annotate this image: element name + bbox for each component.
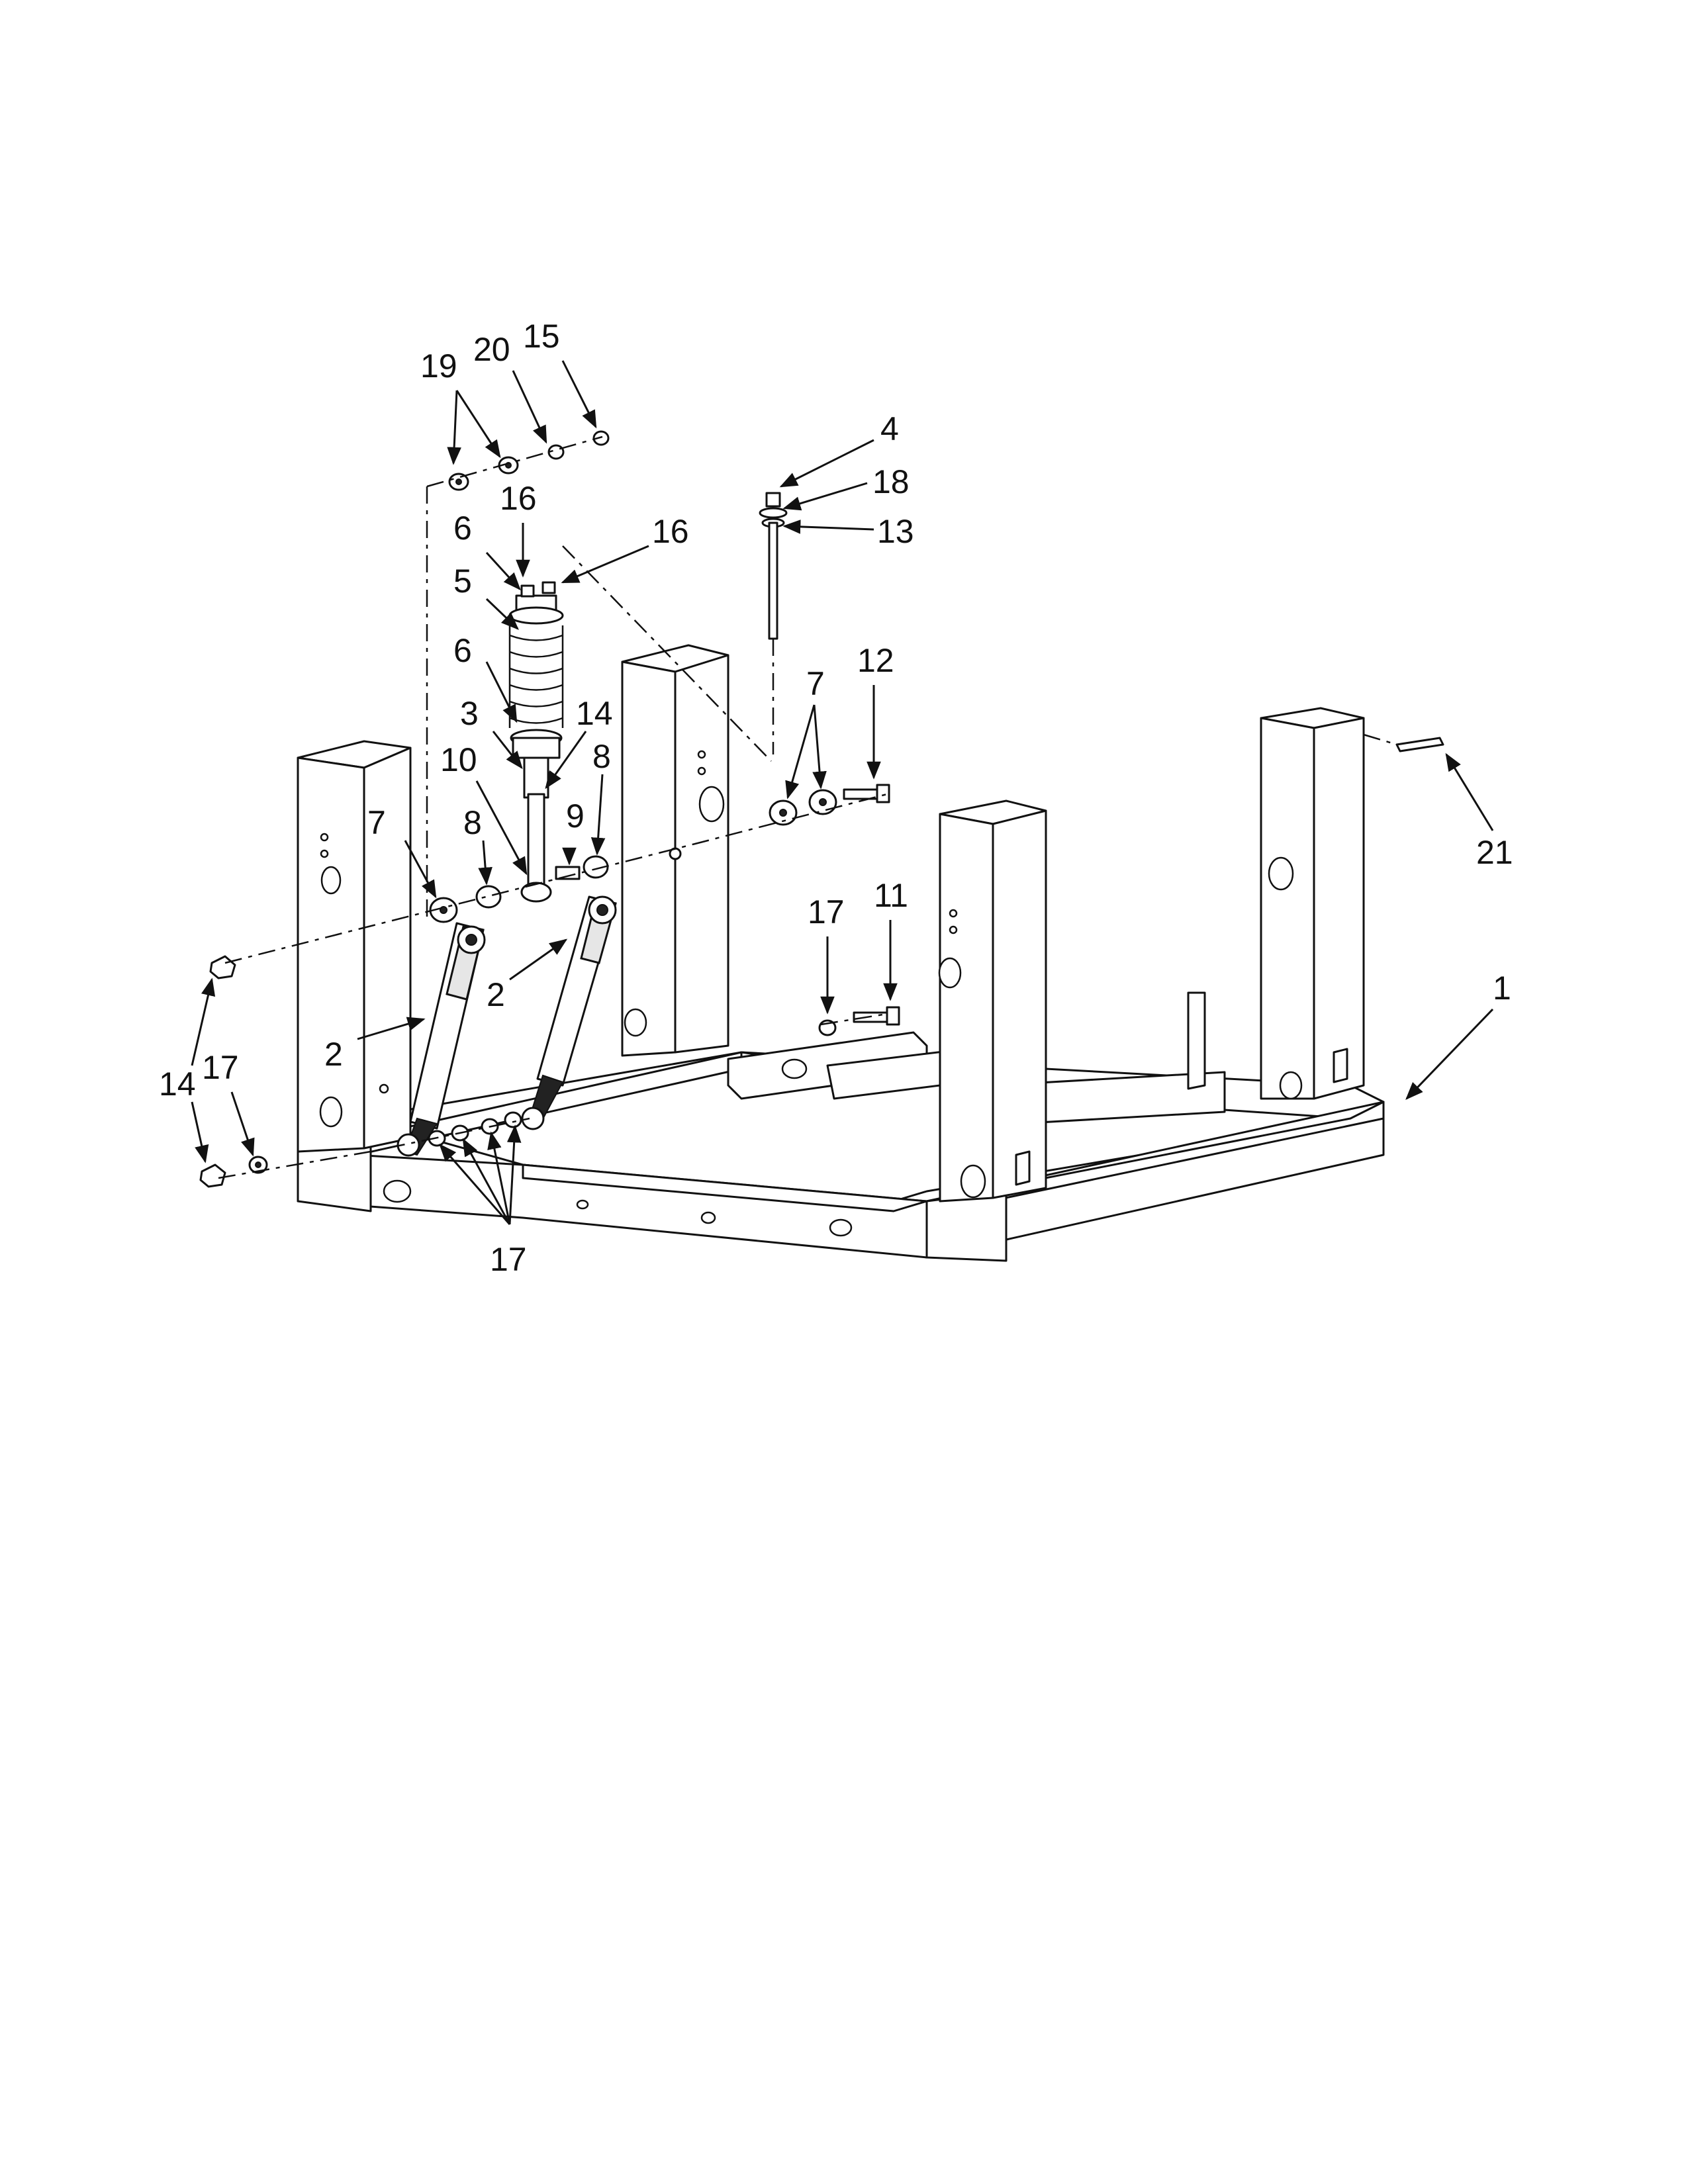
callout-6-b: 6 [453, 632, 472, 669]
callout-11: 11 [874, 877, 908, 914]
callout-8-a: 8 [592, 738, 611, 775]
callout-labels: 19 20 15 4 18 13 16 16 6 5 6 3 14 10 8 1… [159, 318, 1513, 1278]
callout-15: 15 [523, 318, 560, 355]
hardware [199, 430, 1444, 1188]
callout-16-a: 16 [500, 480, 537, 517]
callout-20: 20 [473, 331, 510, 368]
callout-7-b: 7 [367, 804, 386, 841]
callout-17-a: 17 [808, 893, 845, 931]
callout-12: 12 [857, 642, 894, 679]
callout-17-b: 17 [202, 1049, 239, 1086]
callout-3: 3 [460, 695, 479, 732]
callout-14-a: 14 [576, 695, 613, 732]
callout-18: 18 [872, 463, 910, 500]
upright-post-front-right [938, 799, 1047, 1203]
callout-13: 13 [877, 513, 914, 550]
callout-16-b: 16 [652, 513, 689, 550]
spring-assembly [508, 581, 564, 903]
assembly-lines [218, 435, 1397, 1179]
shock-absorber-left [397, 922, 486, 1157]
callout-5: 5 [453, 563, 472, 600]
upright-post-back-left [621, 644, 729, 1057]
callout-10: 10 [440, 741, 477, 778]
leader-lines [191, 360, 1494, 1225]
callout-8-b: 8 [463, 804, 482, 841]
callout-4: 4 [880, 410, 899, 447]
callout-1: 1 [1493, 970, 1511, 1007]
upright-post-back-right [1260, 707, 1365, 1100]
callout-14-b: 14 [159, 1066, 196, 1103]
callout-7-a: 7 [806, 665, 825, 702]
shock-absorber-right [521, 895, 617, 1130]
callout-9: 9 [566, 797, 585, 835]
callout-19: 19 [420, 347, 457, 385]
callout-2-b: 2 [324, 1036, 343, 1073]
callout-2-a: 2 [487, 976, 505, 1013]
callout-6-a: 6 [453, 510, 472, 547]
upright-post-front-left [297, 740, 412, 1153]
callout-17-c: 17 [490, 1241, 527, 1278]
coil-spring [508, 625, 564, 728]
callout-21: 21 [1476, 834, 1513, 871]
